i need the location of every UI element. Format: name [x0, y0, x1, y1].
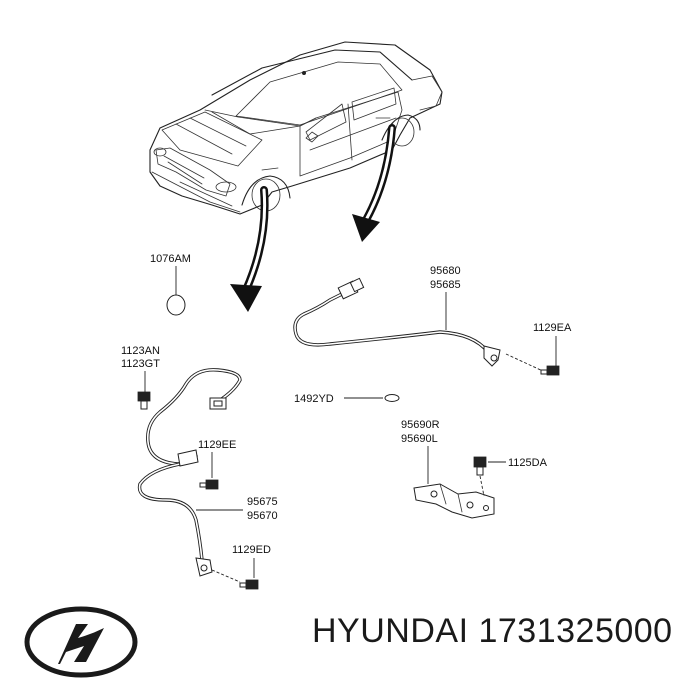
- label-95685: 95685: [430, 279, 461, 291]
- clip-1123AN: [137, 391, 151, 410]
- label-1123GT: 1123GT: [121, 358, 160, 370]
- front-wheel-speed-sensor-cable: [137, 368, 242, 577]
- rear-wheel-speed-sensor-cable: [293, 277, 501, 367]
- bolt-1129EA: [540, 365, 560, 376]
- part-number: 1731325000: [478, 612, 673, 650]
- brand-name: HYUNDAI: [312, 612, 469, 650]
- bracket-95690: [413, 483, 495, 519]
- label-1076AM: 1076AM: [150, 253, 191, 265]
- label-95675: 95675: [247, 496, 278, 508]
- bolt-1125DA: [473, 456, 487, 476]
- rear-arrow: [352, 124, 396, 242]
- label-1129EE: 1129EE: [198, 439, 236, 451]
- hyundai-logo-icon: [24, 606, 138, 678]
- label-1125DA: 1125DA: [508, 457, 548, 469]
- footer-caption: HYUNDAI 1731325000: [312, 612, 673, 651]
- label-95670: 95670: [247, 510, 278, 522]
- front-arrow: [230, 186, 269, 312]
- label-1129EA: 1129EA: [533, 322, 572, 334]
- label-1492YD: 1492YD: [294, 393, 334, 405]
- bolt-1129EE: [199, 479, 219, 490]
- label-1123AN: 1123AN: [121, 345, 160, 357]
- clip-1492YD: [384, 394, 400, 402]
- label-1129ED: 1129ED: [232, 544, 271, 556]
- label-95690R: 95690R: [401, 419, 440, 431]
- car-illustration: [149, 41, 443, 215]
- label-95690L: 95690L: [401, 433, 438, 445]
- bolt-1129ED: [239, 579, 259, 590]
- plug-1076AM: [166, 294, 186, 316]
- label-95680: 95680: [430, 265, 461, 277]
